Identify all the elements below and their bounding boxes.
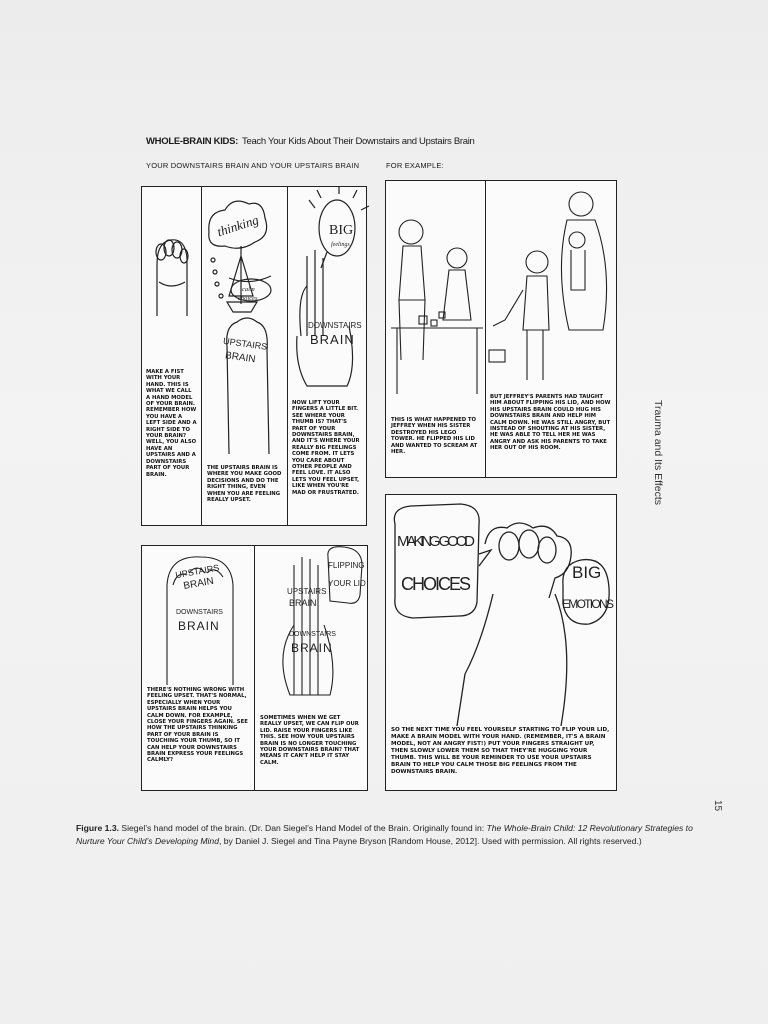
p6-downstairs-label: DOWNSTAIRS [176, 609, 223, 616]
your-lid-label: YOUR LID [328, 579, 366, 588]
comic-title-rest: Teach Your Kids About Their Downstairs a… [242, 136, 475, 147]
caption-panel-7: SOMETIMES WHEN WE GET REALLY UPSET, WE C… [260, 715, 360, 766]
panel-jeffrey-lego [385, 180, 486, 478]
big-word: BIG feelings [329, 223, 353, 248]
caption-panel-5: BUT JEFFREY'S PARENTS HAD TAUGHT HIM ABO… [490, 394, 611, 452]
choices-label: choices [238, 295, 258, 302]
lego-scene-drawing [391, 219, 483, 394]
figure-label: Figure 1.3. [76, 823, 119, 833]
big-caps-label: BIG [572, 563, 601, 582]
upstairs-downstairs-words-p7: UPSTAIRS BRAIN DOWNSTAIRS BRAIN [287, 587, 336, 655]
panel-making-good-choices [385, 494, 617, 791]
flipping-label: FLIPPING [328, 561, 364, 570]
right-heading: FOR EXAMPLE: [386, 161, 444, 170]
panel-flipping-lid [254, 545, 368, 791]
thinking-label: thinking [215, 212, 261, 240]
panel-downstairs-brain [287, 186, 367, 526]
panel-fist [141, 186, 202, 526]
comic-header: WHOLE-BRAIN KIDS:Teach Your Kids About T… [146, 136, 475, 147]
making-good-choices-words: MAKING GOOD CHOICES [397, 533, 475, 594]
calm-choices-word: calm choices [238, 286, 258, 302]
p7-downstairs-label: DOWNSTAIRS [289, 631, 336, 638]
panel-jeffrey-parents [485, 180, 617, 478]
making-good-label: MAKING GOOD [397, 533, 475, 550]
big-feelings-drawing [296, 186, 370, 387]
caption-panel-4: THIS IS WHAT HAPPENED TO JEFFREY WHEN HI… [391, 417, 478, 456]
thinking-word: thinking [215, 212, 261, 240]
figure-text-2: , by Daniel J. Siegel and Tina Payne Bry… [219, 835, 642, 846]
thinking-cloud-drawing [208, 200, 272, 455]
flipping-lid-drawing [282, 546, 363, 696]
caption-panel-3: NOW LIFT YOUR FINGERS A LITTLE BIT. SEE … [292, 400, 360, 496]
figure-caption: Figure 1.3. Siegel’s hand model of the b… [76, 822, 716, 847]
p6-brain-bottom-label: BRAIN [178, 619, 220, 633]
p3-brain-label: BRAIN [310, 332, 355, 347]
panel-upstairs-brain [201, 186, 288, 526]
big-emotions-words: BIG EMOTIONS [562, 563, 614, 611]
figure-text-1: Siegel’s hand model of the brain. (Dr. D… [121, 823, 487, 833]
downstairs-brain-word-p3: DOWNSTAIRS BRAIN [308, 321, 362, 347]
p3-feelings-label: feelings [331, 241, 350, 248]
caption-panel-1: MAKE A FIST WITH YOUR HAND. THIS IS WHAT… [146, 369, 197, 478]
upstairs-downstairs-words-p6: UPSTAIRS BRAIN DOWNSTAIRS BRAIN [175, 563, 224, 633]
p2-brain-label: BRAIN [224, 350, 256, 365]
comic-title-bold: WHOLE-BRAIN KIDS: [146, 136, 239, 147]
p7-brain-bottom-label: BRAIN [291, 641, 333, 655]
making-good-choices-drawing [393, 503, 610, 727]
caption-panel-8: SO THE NEXT TIME YOU FEEL YOURSELF START… [391, 727, 610, 775]
upstairs-brain-word-p2: UPSTAIRS BRAIN [223, 336, 268, 366]
p3-big-label: BIG [329, 223, 353, 238]
choices-caps-label: CHOICES [401, 574, 471, 594]
panel-calm-fist [141, 545, 255, 791]
parents-scene-drawing [488, 191, 608, 380]
caption-panel-2: THE UPSTAIRS BRAIN IS WHERE YOU MAKE GOO… [207, 465, 282, 504]
page-number: 15 [712, 799, 724, 812]
p6-brain-top-label: BRAIN [183, 576, 215, 592]
figure-book-title: The Whole-Brain Child: 12 Revolutionary … [76, 823, 693, 846]
flipping-lid-words: FLIPPING YOUR LID [328, 561, 366, 588]
p7-upstairs-label: UPSTAIRS [287, 587, 326, 596]
calm-label: calm [242, 286, 255, 293]
p3-downstairs-label: DOWNSTAIRS [308, 321, 362, 330]
fist-drawing [155, 239, 189, 316]
p2-upstairs-label: UPSTAIRS [223, 336, 268, 352]
emotions-label: EMOTIONS [562, 597, 614, 611]
caption-panel-6: THERE'S NOTHING WRONG WITH FEELING UPSET… [147, 687, 248, 764]
running-header-side: Trauma and Its Effects [652, 400, 664, 506]
calm-fist-drawing [166, 556, 234, 685]
p7-brain-top-label: BRAIN [289, 598, 317, 608]
left-heading: YOUR DOWNSTAIRS BRAIN AND YOUR UPSTAIRS … [146, 161, 360, 170]
